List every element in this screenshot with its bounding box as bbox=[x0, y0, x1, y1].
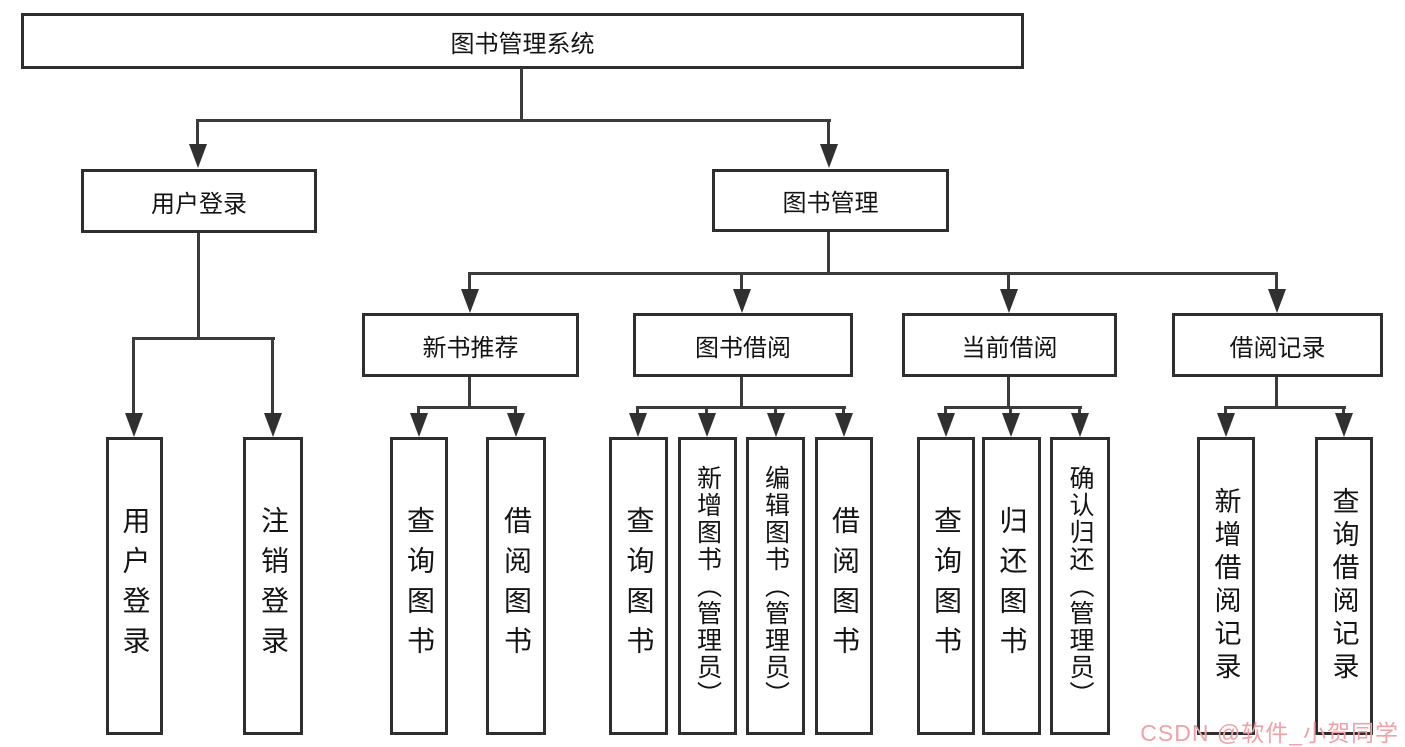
node-root-label: 图书管理系统 bbox=[450, 30, 595, 58]
connector-userlogin-stem bbox=[197, 233, 200, 340]
leaf-nb-borrow-books: 借阅图书 bbox=[486, 437, 546, 735]
connector-newbook-stem bbox=[468, 377, 471, 409]
leaf-br-query-record-label: 查询借阅记录 bbox=[1328, 487, 1359, 685]
connector-root-drop-left bbox=[196, 119, 199, 147]
node-book-borrow-label: 图书借阅 bbox=[695, 334, 791, 362]
leaf-bb-query-books-label: 查询图书 bbox=[623, 506, 655, 666]
node-book-management: 图书管理 bbox=[712, 169, 949, 232]
leaf-bb-query-books: 查询图书 bbox=[609, 437, 668, 735]
node-current-borrow: 当前借阅 bbox=[902, 313, 1117, 377]
leaf-nb-query-books-label: 查询图书 bbox=[404, 506, 435, 666]
arrowhead-bb-add bbox=[698, 413, 716, 437]
arrowhead-bb-edit bbox=[767, 413, 785, 437]
connector-borrow-stem bbox=[740, 377, 743, 409]
connector-bookmgmt-bar bbox=[468, 272, 1278, 275]
connector-newbook-drop1 bbox=[417, 406, 420, 418]
connector-borrow-drop4 bbox=[842, 406, 845, 418]
connector-bookmgmt-drop4 bbox=[1275, 272, 1278, 292]
arrowhead-nb-borrow bbox=[507, 413, 525, 437]
node-root: 图书管理系统 bbox=[21, 13, 1024, 69]
connector-bookmgmt-drop1 bbox=[468, 272, 471, 292]
connector-bookmgmt-drop3 bbox=[1007, 272, 1010, 292]
leaf-cb-confirm-return-admin: 确认归还（管理员） bbox=[1050, 437, 1110, 735]
connector-current-stem bbox=[1007, 377, 1010, 409]
arrowhead-cb-query bbox=[937, 413, 955, 437]
arrowhead-leaf-user-login bbox=[125, 413, 143, 437]
node-book-borrow: 图书借阅 bbox=[633, 313, 853, 377]
node-borrow-records-label: 借阅记录 bbox=[1229, 334, 1326, 362]
leaf-user-login-label: 用户登录 bbox=[119, 506, 151, 666]
leaf-cb-return-books: 归还图书 bbox=[982, 437, 1041, 735]
connector-records-bar bbox=[1224, 406, 1346, 409]
connector-records-drop2 bbox=[1342, 406, 1345, 418]
connector-borrow-drop1 bbox=[636, 406, 639, 418]
connector-bookmgmt-stem bbox=[827, 232, 830, 275]
node-borrow-records: 借阅记录 bbox=[1172, 313, 1383, 377]
leaf-br-add-record: 新增借阅记录 bbox=[1197, 437, 1255, 735]
leaf-br-query-record: 查询借阅记录 bbox=[1315, 437, 1373, 735]
node-new-book-recommend-label: 新书推荐 bbox=[422, 334, 519, 362]
node-new-book-recommend: 新书推荐 bbox=[362, 313, 579, 377]
connector-current-drop3 bbox=[1078, 406, 1081, 418]
leaf-bb-borrow-books: 借阅图书 bbox=[815, 437, 873, 735]
leaf-cb-confirm-return-admin-label: 确认归还（管理员） bbox=[1066, 464, 1094, 708]
leaf-bb-edit-books-admin-label: 编辑图书（管理员） bbox=[761, 464, 790, 708]
arrowhead-cb-confirm bbox=[1071, 413, 1089, 437]
node-user-login: 用户登录 bbox=[81, 169, 317, 233]
leaf-nb-query-books: 查询图书 bbox=[390, 437, 448, 735]
leaf-bb-add-books-admin: 新增图书（管理员） bbox=[678, 437, 737, 735]
leaf-bb-borrow-books-label: 借阅图书 bbox=[829, 506, 860, 666]
leaf-user-login: 用户登录 bbox=[106, 437, 163, 735]
arrowhead-new-book bbox=[461, 289, 479, 313]
connector-records-stem bbox=[1275, 377, 1278, 409]
node-user-login-label: 用户登录 bbox=[151, 190, 247, 218]
leaf-logout-label: 注销登录 bbox=[258, 506, 289, 666]
leaf-cb-return-books-label: 归还图书 bbox=[996, 506, 1028, 666]
connector-newbook-drop2 bbox=[514, 406, 517, 418]
connector-newbook-bar bbox=[417, 406, 517, 409]
arrowhead-borrow-records bbox=[1268, 289, 1286, 313]
connector-root-bar bbox=[197, 119, 831, 122]
connector-userlogin-drop1 bbox=[132, 337, 135, 415]
connector-borrow-drop2 bbox=[705, 406, 708, 418]
arrowhead-user-login bbox=[189, 144, 207, 168]
arrowhead-cb-return bbox=[1002, 413, 1020, 437]
connector-borrow-drop3 bbox=[774, 406, 777, 418]
leaf-cb-query-books: 查询图书 bbox=[917, 437, 975, 735]
node-current-borrow-label: 当前借阅 bbox=[961, 334, 1058, 362]
arrowhead-bb-borrow bbox=[835, 413, 853, 437]
connector-root-drop-right bbox=[827, 119, 830, 147]
connector-userlogin-drop2 bbox=[271, 337, 274, 415]
connector-root-stem bbox=[520, 68, 523, 122]
connector-userlogin-bar bbox=[132, 337, 275, 340]
arrowhead-bb-query bbox=[629, 413, 647, 437]
connector-current-drop2 bbox=[1009, 406, 1012, 418]
connector-records-drop1 bbox=[1224, 406, 1227, 418]
connector-current-drop1 bbox=[944, 406, 947, 418]
arrowhead-br-add bbox=[1217, 413, 1235, 437]
leaf-logout: 注销登录 bbox=[243, 437, 303, 735]
connector-borrow-bar bbox=[636, 406, 846, 409]
arrowhead-nb-query bbox=[410, 413, 428, 437]
watermark: CSDN @软件_小贺同学 bbox=[1140, 720, 1399, 746]
leaf-bb-add-books-admin-label: 新增图书（管理员） bbox=[693, 464, 722, 708]
leaf-nb-borrow-books-label: 借阅图书 bbox=[501, 506, 532, 666]
arrowhead-book-borrow bbox=[733, 289, 751, 313]
arrowhead-br-query bbox=[1335, 413, 1353, 437]
arrowhead-current-borrow bbox=[1000, 289, 1018, 313]
leaf-bb-edit-books-admin: 编辑图书（管理员） bbox=[746, 437, 805, 735]
leaf-cb-query-books-label: 查询图书 bbox=[931, 506, 962, 666]
connector-bookmgmt-drop2 bbox=[740, 272, 743, 292]
leaf-br-add-record-label: 新增借阅记录 bbox=[1210, 487, 1241, 685]
node-book-management-label: 图书管理 bbox=[782, 190, 879, 217]
connector-current-bar bbox=[944, 406, 1082, 409]
arrowhead-book-management bbox=[820, 144, 838, 168]
arrowhead-leaf-logout bbox=[264, 413, 282, 437]
